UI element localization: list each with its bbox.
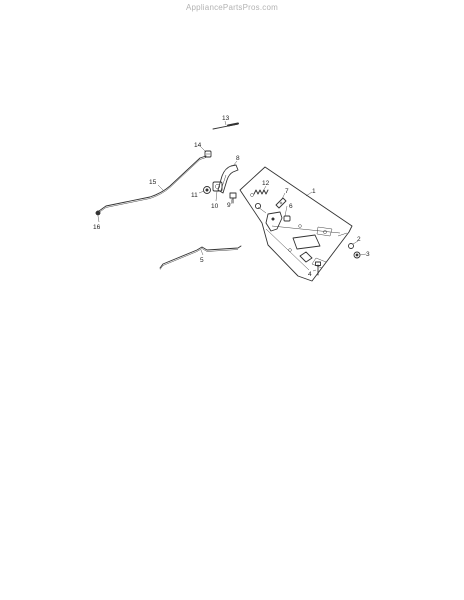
part-5-rod <box>159 245 242 270</box>
site-watermark: AppliancePartsPros.com <box>186 3 278 12</box>
callout-9: 9 <box>227 202 231 209</box>
callout-3: 3 <box>366 251 370 258</box>
callout-8: 8 <box>236 155 240 162</box>
callout-16: 16 <box>93 224 101 231</box>
callout-13: 13 <box>222 115 230 122</box>
part-7-link <box>275 197 287 209</box>
callout-6: 6 <box>289 203 293 210</box>
part-8-lever <box>217 164 239 194</box>
part-14-clip <box>204 150 212 158</box>
callout-1: 1 <box>312 188 316 195</box>
callout-5: 5 <box>200 257 204 264</box>
part-15-rod <box>98 155 207 213</box>
callout-15: 15 <box>149 179 157 186</box>
callout-leaders <box>97 120 367 272</box>
callout-2: 2 <box>357 236 361 243</box>
part-9-bolt <box>229 192 237 204</box>
part-16-fitting <box>95 210 101 216</box>
callout-12: 12 <box>262 180 270 187</box>
part-3-nut <box>353 251 361 259</box>
part-6-link <box>254 202 291 232</box>
part-13-pin <box>212 122 239 130</box>
callout-10: 10 <box>211 203 219 210</box>
part-4-bolt <box>315 261 321 276</box>
callout-14: 14 <box>194 142 202 149</box>
callout-11: 11 <box>191 192 198 199</box>
part-12-spring <box>250 189 269 197</box>
part-11-nut <box>203 186 211 194</box>
part-2-washer <box>348 243 354 249</box>
callout-7: 7 <box>285 188 289 195</box>
part-1-bracket <box>239 166 353 282</box>
part-10-washer <box>212 181 223 192</box>
callout-4: 4 <box>308 271 312 278</box>
